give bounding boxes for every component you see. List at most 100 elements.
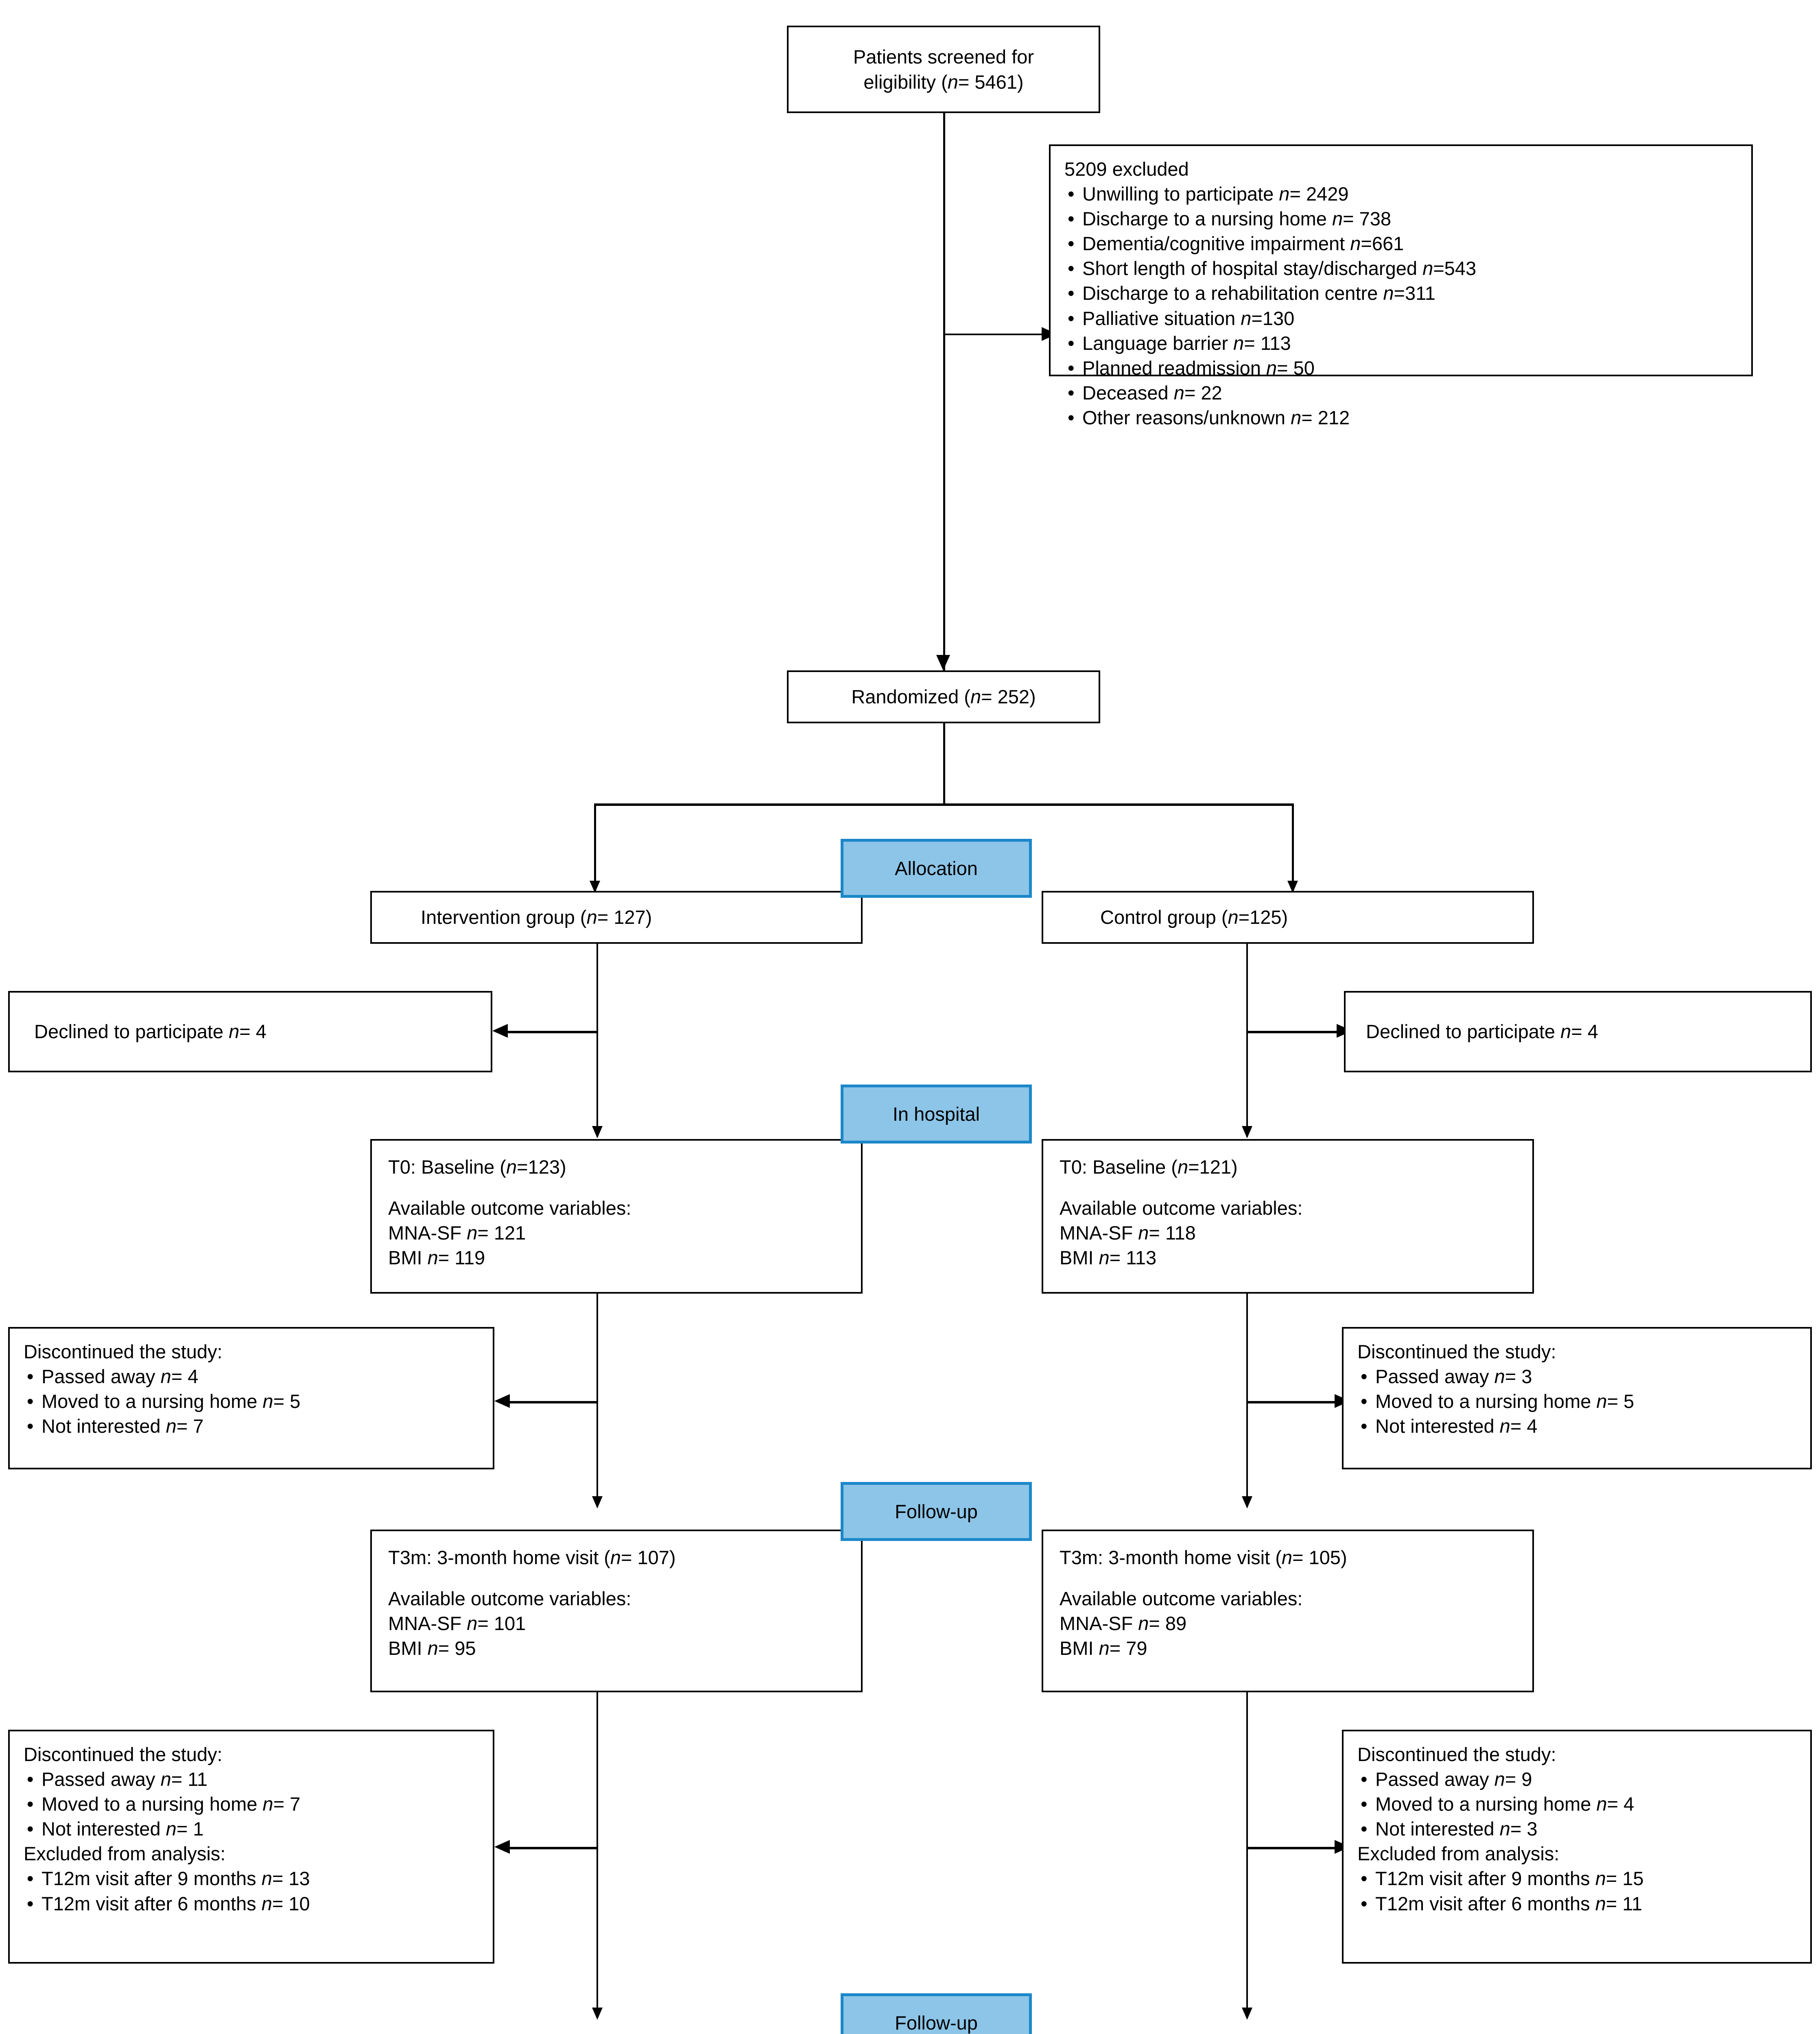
spacer — [388, 1179, 845, 1196]
arrowhead-to-t3m-control — [1242, 1496, 1252, 1508]
list-item: Not interested n= 4 — [1357, 1414, 1796, 1438]
list-item: Palliative situation n=130 — [1064, 306, 1737, 331]
excluded-list: Unwilling to participate n= 2429 Dischar… — [1064, 181, 1737, 430]
connector-t3m-to-t12m-left — [596, 1692, 598, 2018]
connector-to-declined-right — [1248, 1031, 1342, 1033]
t0-intervention-mnasf: MNA-SF n= 121 — [388, 1222, 526, 1244]
t0-control-title: T0: Baseline (n=121) — [1060, 1156, 1238, 1178]
discontinued-2-right-box: Discontinued the study: Passed away n= 9… — [1342, 1730, 1812, 1964]
declined-right-box: Declined to participate n= 4 — [1344, 991, 1812, 1072]
intervention-group-box: Intervention group (n= 127) — [370, 891, 863, 944]
connector-split-control — [1292, 803, 1294, 891]
stage-label-follow-up-1: Follow-up — [841, 1482, 1032, 1541]
t0-intervention-box: T0: Baseline (n=123) Available outcome v… — [370, 1139, 863, 1294]
arrowhead-to-t0-control — [1242, 1126, 1252, 1138]
t3m-control-box: T3m: 3-month home visit (n= 105) Availab… — [1042, 1530, 1534, 1692]
split-bar-allocation — [594, 803, 1294, 806]
t0-control-bmi: BMI n= 113 — [1060, 1247, 1157, 1269]
connector-control-to-t0 — [1246, 944, 1248, 1137]
list-item: T12m visit after 6 months n= 10 — [24, 1891, 479, 1916]
arrowhead-to-t3m-intervention — [592, 1496, 603, 1508]
declined-right-label: Declined to participate n= 4 — [1366, 1021, 1598, 1043]
connector-screened-randomized — [943, 113, 945, 670]
t3m-intervention-box: T3m: 3-month home visit (n= 107) Availab… — [370, 1530, 863, 1692]
t0-intervention-subhead: Available outcome variables: — [388, 1197, 631, 1219]
arrowhead-to-t0-intervention — [592, 1126, 603, 1138]
list-item: Passed away n= 11 — [24, 1767, 479, 1792]
list-item: Passed away n= 3 — [1357, 1364, 1796, 1389]
spacer — [388, 1570, 845, 1586]
list-item: Not interested n= 7 — [24, 1414, 479, 1438]
discontinued-2-left-list2: T12m visit after 9 months n= 13 T12m vis… — [24, 1866, 479, 1916]
excluded-box: 5209 excluded Unwilling to participate n… — [1049, 144, 1753, 430]
list-item: Other reasons/unknown n= 212 — [1064, 405, 1737, 430]
stage-label-in-hospital: In hospital — [841, 1085, 1032, 1144]
list-item: Not interested n= 3 — [1357, 1816, 1796, 1841]
connector-to-excluded — [945, 334, 1047, 335]
arrowhead-to-t12m-control — [1242, 2008, 1252, 2020]
discontinued-2-left-header2: Excluded from analysis: — [24, 1843, 226, 1865]
list-item: Short length of hospital stay/discharged… — [1064, 256, 1737, 281]
randomized-label: Randomized (n= 252) — [851, 686, 1036, 708]
discontinued-2-left-list: Passed away n= 11 Moved to a nursing hom… — [24, 1767, 479, 1841]
screened-line1: Patients screened for — [853, 46, 1034, 68]
t3m-intervention-bmi: BMI n= 95 — [388, 1637, 476, 1659]
discontinued-1-right-header: Discontinued the study: — [1357, 1341, 1556, 1362]
list-item: Discharge to a nursing home n= 738 — [1064, 206, 1737, 231]
screened-box: Patients screened for eligibility (n= 54… — [787, 26, 1100, 113]
list-item: Planned readmission n= 50 — [1064, 356, 1737, 380]
discontinued-2-right-list2: T12m visit after 9 months n= 15 T12m vis… — [1357, 1866, 1796, 1916]
discontinued-1-right-list: Passed away n= 3 Moved to a nursing home… — [1357, 1364, 1796, 1438]
connector-to-discontinued2-right — [1248, 1847, 1339, 1849]
t3m-control-title: T3m: 3-month home visit (n= 105) — [1060, 1547, 1347, 1568]
discontinued-1-left-header: Discontinued the study: — [24, 1341, 223, 1362]
discontinued-1-left-list: Passed away n= 4 Moved to a nursing home… — [24, 1364, 479, 1438]
t3m-control-bmi: BMI n= 79 — [1060, 1637, 1147, 1659]
list-item: Moved to a nursing home n= 7 — [24, 1792, 479, 1816]
discontinued-1-left-box: Discontinued the study: Passed away n= 4… — [8, 1327, 494, 1469]
connector-intervention-to-t0 — [596, 944, 598, 1137]
connector-to-declined-left — [505, 1031, 598, 1033]
list-item: Discharge to a rehabilitation centre n=3… — [1064, 281, 1737, 306]
declined-left-box: Declined to participate n= 4 — [8, 991, 492, 1072]
t0-control-mnasf: MNA-SF n= 118 — [1060, 1222, 1196, 1244]
arrowhead-to-declined-left — [492, 1024, 508, 1038]
list-item: Not interested n= 1 — [24, 1816, 479, 1841]
connector-to-discontinued2-left — [507, 1847, 598, 1849]
discontinued-2-left-box: Discontinued the study: Passed away n= 1… — [8, 1730, 494, 1964]
control-group-label: Control group (n=125) — [1100, 906, 1288, 928]
connector-split-intervention — [594, 803, 596, 891]
list-item: T12m visit after 9 months n= 15 — [1357, 1866, 1796, 1891]
connector-t0-to-t3m-left — [596, 1294, 598, 1507]
discontinued-2-right-header: Discontinued the study: — [1357, 1744, 1556, 1765]
t3m-intervention-subhead: Available outcome variables: — [388, 1588, 631, 1610]
t3m-intervention-mnasf: MNA-SF n= 101 — [388, 1613, 526, 1635]
list-item: T12m visit after 6 months n= 11 — [1357, 1891, 1796, 1916]
t0-control-subhead: Available outcome variables: — [1060, 1197, 1303, 1219]
control-group-box: Control group (n=125) — [1042, 891, 1534, 944]
t3m-control-mnasf: MNA-SF n= 89 — [1060, 1613, 1187, 1635]
intervention-group-label: Intervention group (n= 127) — [421, 906, 652, 928]
excluded-header: 5209 excluded — [1064, 158, 1189, 180]
list-item: Dementia/cognitive impairment n=661 — [1064, 231, 1737, 256]
stage-label-follow-up-2: Follow-up — [841, 1993, 1032, 2034]
list-item: Moved to a nursing home n= 5 — [1357, 1389, 1796, 1414]
arrowhead-to-t12m-intervention — [592, 2008, 603, 2020]
discontinued-1-right-box: Discontinued the study: Passed away n= 3… — [1342, 1327, 1812, 1469]
t0-intervention-title: T0: Baseline (n=123) — [388, 1156, 566, 1178]
arrowhead-to-discontinued2-left — [494, 1840, 510, 1854]
t3m-intervention-title: T3m: 3-month home visit (n= 107) — [388, 1547, 676, 1568]
discontinued-2-right-header2: Excluded from analysis: — [1357, 1843, 1560, 1865]
spacer — [1060, 1179, 1516, 1196]
list-item: Passed away n= 9 — [1357, 1767, 1796, 1792]
declined-left-label: Declined to participate n= 4 — [34, 1021, 267, 1043]
t0-intervention-bmi: BMI n= 119 — [388, 1247, 485, 1269]
discontinued-2-left-header: Discontinued the study: — [24, 1744, 223, 1765]
connector-t0-to-t3m-right — [1246, 1294, 1248, 1507]
connector-to-discontinued1-right — [1248, 1401, 1339, 1403]
list-item: Language barrier n= 113 — [1064, 331, 1737, 356]
randomized-box: Randomized (n= 252) — [787, 670, 1100, 723]
spacer — [1060, 1570, 1516, 1586]
list-item: Moved to a nursing home n= 4 — [1357, 1792, 1796, 1816]
